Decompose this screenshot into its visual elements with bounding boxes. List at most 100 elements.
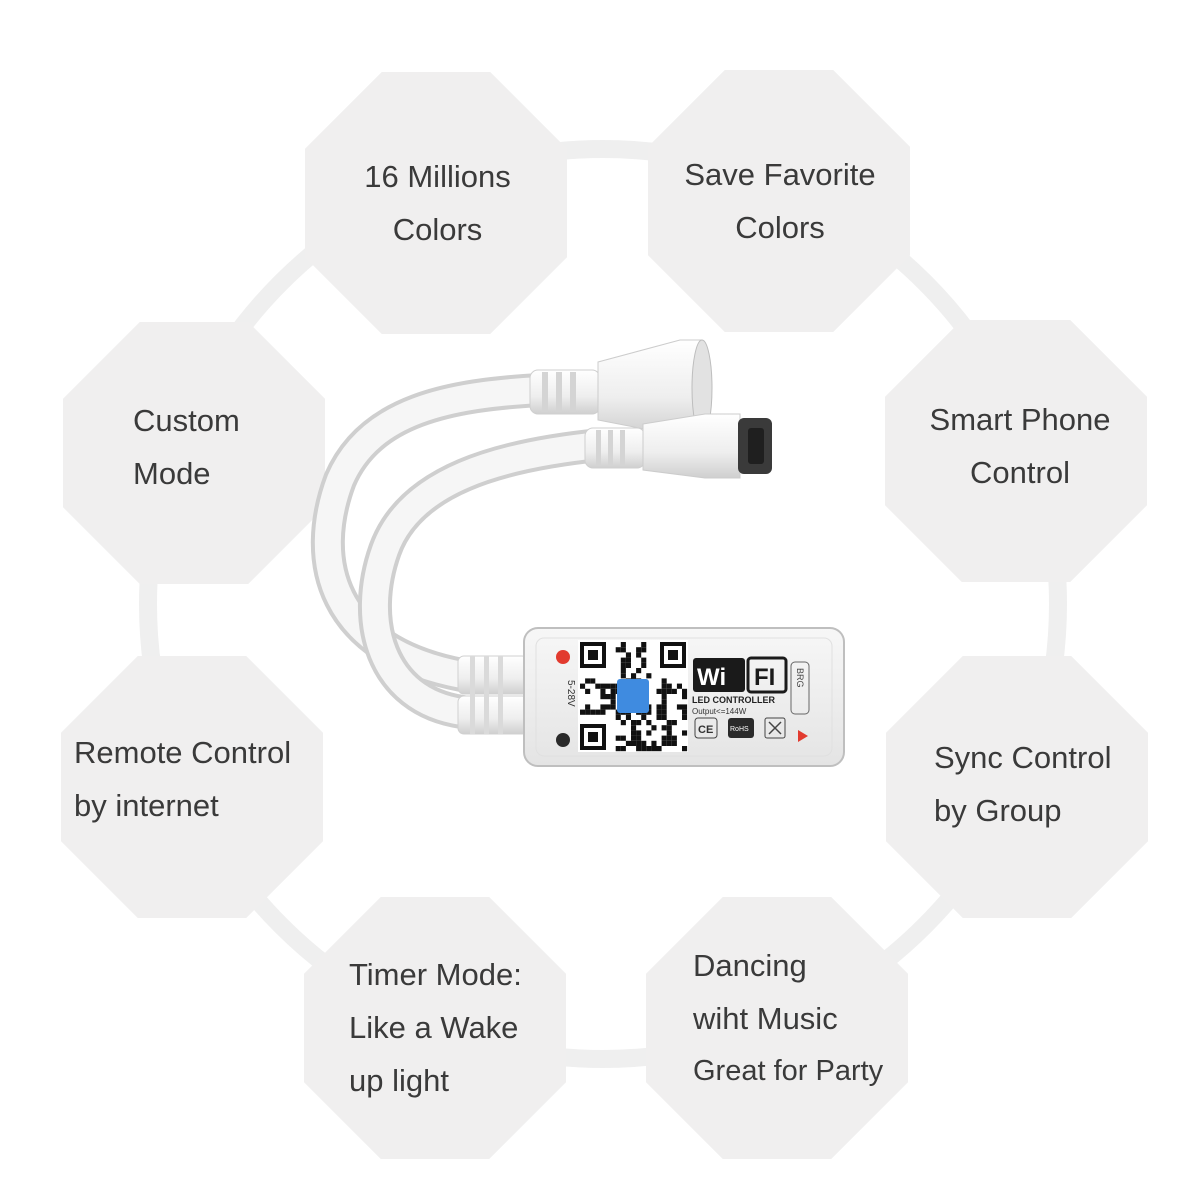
qr-module [625, 657, 631, 663]
wifi-logo-wi: Wi [697, 664, 726, 691]
qr-module [641, 714, 647, 720]
feature-timer-label: Timer Mode: Like a Wake up light [349, 948, 522, 1107]
qr-module [661, 740, 667, 746]
feature-custom-line-2: Mode [133, 456, 211, 491]
qr-module [676, 704, 682, 710]
qr-module [656, 704, 662, 710]
qr-module [620, 673, 626, 679]
qr-module [636, 668, 642, 674]
qr-module [620, 657, 626, 663]
qr-module [605, 704, 611, 710]
feature-remote-line-1: Remote Control [74, 735, 292, 770]
qr-module [620, 668, 626, 674]
qr-module [651, 746, 657, 752]
qr-module [590, 678, 596, 684]
qr-module [671, 688, 677, 694]
feature-favorite-octagon [648, 70, 910, 332]
feature-colors-octagon [305, 72, 567, 334]
feature-remote-label: Remote Control by internet [74, 726, 291, 832]
feature-sync-line-1: Sync Control [934, 740, 1112, 775]
wifi-logo: Wi FI [693, 656, 788, 694]
qr-module [625, 652, 631, 658]
qr-module [590, 709, 596, 715]
qr-module [636, 730, 642, 736]
qr-module [625, 662, 631, 668]
qr-module [615, 714, 621, 720]
feature-remote-line-2: by internet [74, 788, 219, 823]
qr-module [661, 709, 667, 715]
qr-module [620, 720, 626, 726]
qr-module [585, 709, 591, 715]
qr-module [646, 746, 652, 752]
qr-module [641, 746, 647, 752]
feature-sync-label: Sync Control by Group [934, 731, 1111, 837]
feature-smartphone-octagon [885, 320, 1147, 582]
qr-module [595, 683, 601, 689]
red-button [556, 650, 570, 664]
feature-smartphone-line-1: Smart Phone [929, 402, 1111, 437]
qr-module [605, 694, 611, 700]
qr-module [580, 683, 586, 689]
feature-timer-line-1: Timer Mode: [349, 957, 522, 992]
qr-module [620, 642, 626, 648]
qr-module [585, 704, 591, 710]
qr-module [666, 735, 672, 741]
feature-timer-line-3: up light [349, 1063, 449, 1098]
qr-module [682, 688, 688, 694]
qr-module [682, 709, 688, 715]
qr-module [676, 683, 682, 689]
qr-module [636, 746, 642, 752]
side-label: BRG [795, 668, 805, 688]
qr-module [631, 720, 637, 726]
qr-code [578, 640, 688, 752]
qr-module [656, 746, 662, 752]
qr-module [646, 730, 652, 736]
qr-module [656, 714, 662, 720]
qr-module [661, 694, 667, 700]
feature-sync-line-2: by Group [934, 793, 1062, 828]
qr-module [615, 735, 621, 741]
feature-music-label: Dancing wiht Music Great for Party [693, 939, 883, 1098]
voltage-label: 5-28V [565, 680, 576, 707]
qr-module [610, 694, 616, 700]
qr-module [636, 740, 642, 746]
cable-outer [310, 373, 557, 692]
feature-remote-octagon [61, 656, 323, 918]
qr-module [595, 709, 601, 715]
qr-module [661, 683, 667, 689]
qr-module [656, 688, 662, 694]
qr-module [636, 647, 642, 653]
qr-module [600, 688, 606, 694]
qr-module [666, 725, 672, 731]
feature-music-line-1: Dancing [693, 948, 807, 983]
rgb-male-plug [584, 413, 772, 479]
qr-module [600, 683, 606, 689]
arrow-marker-icon [798, 730, 808, 742]
feature-custom-line-1: Custom [133, 403, 240, 438]
qr-module [666, 730, 672, 736]
qr-module [661, 725, 667, 731]
qr-module [661, 699, 667, 705]
qr-module [620, 647, 626, 653]
qr-module [636, 652, 642, 658]
qr-module [636, 735, 642, 741]
qr-module [661, 735, 667, 741]
qr-module [600, 694, 606, 700]
feature-colors-line-2: Colors [392, 212, 483, 247]
black-button [556, 733, 570, 747]
feature-smartphone-line-2: Control [970, 455, 1070, 490]
qr-module [641, 662, 647, 668]
qr-module [631, 725, 637, 731]
qr-module [610, 699, 616, 705]
qr-module [636, 720, 642, 726]
qr-module [631, 673, 637, 679]
qr-module [661, 678, 667, 684]
qr-module [661, 704, 667, 710]
qr-module [641, 740, 647, 746]
feature-music-octagon [646, 897, 908, 1159]
qr-module [631, 735, 637, 741]
dc-female-plug [529, 339, 713, 437]
qr-module [682, 714, 688, 720]
